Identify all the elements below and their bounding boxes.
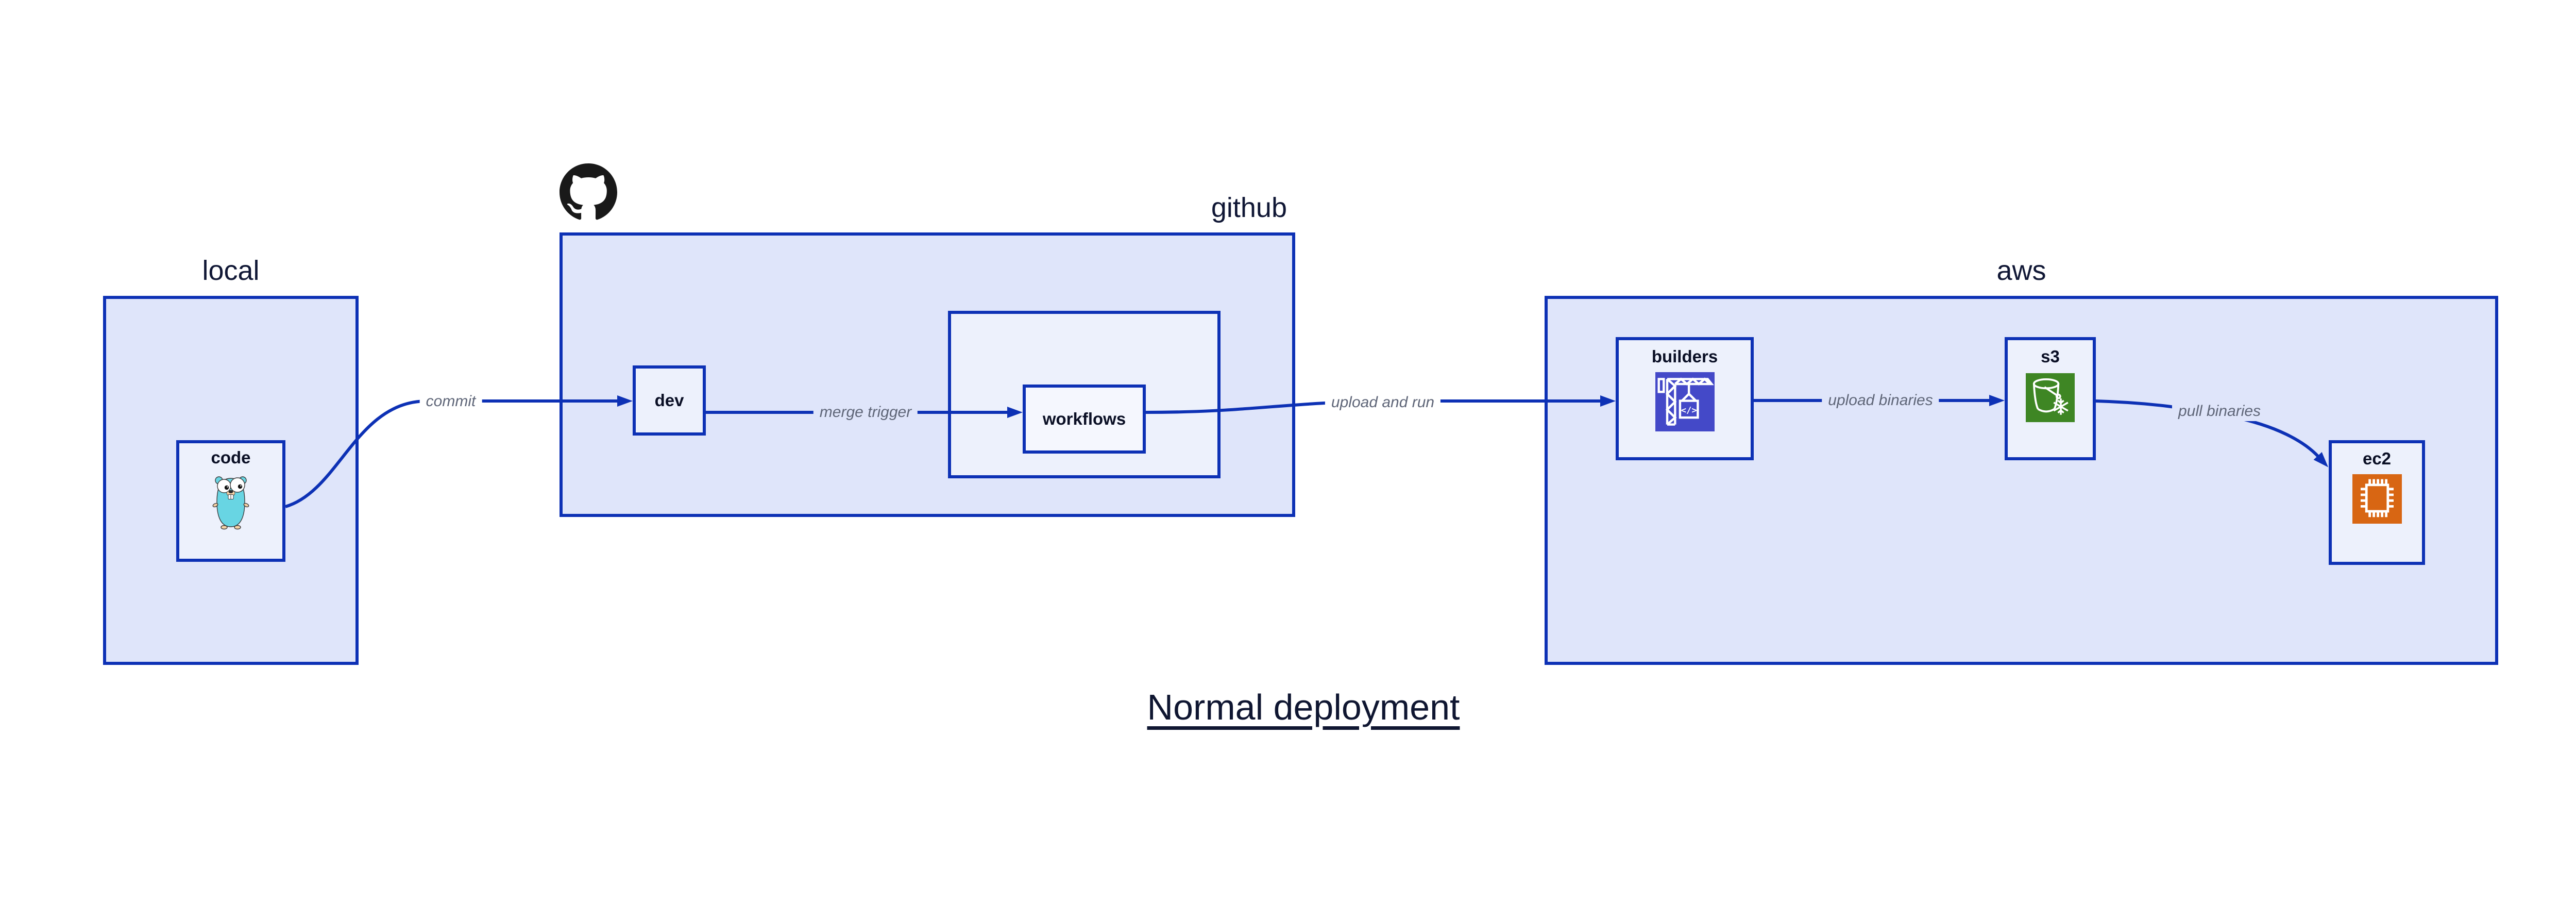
code-node-label: code [211, 448, 251, 467]
crane-crate-glyph: </> [1681, 406, 1697, 416]
dev-node-label: dev [654, 391, 684, 410]
workflows-node: workflows [1023, 385, 1146, 454]
edge-label-upload-and-run: upload and run [1325, 393, 1441, 412]
github-logo-icon [560, 163, 617, 220]
edge-label-pull-binaries: pull binaries [2172, 402, 2267, 421]
bucket-snowflake-icon [2026, 373, 2075, 422]
ec2-node: ec2 [2329, 440, 2425, 565]
construction-crane-icon: </> [1655, 372, 1715, 431]
local-container-label: local [202, 255, 260, 286]
dev-node: dev [633, 365, 706, 436]
builders-node-label: builders [1651, 347, 1718, 366]
edge-label-merge-trigger: merge trigger [813, 403, 918, 422]
builders-node: builders </> [1616, 337, 1754, 460]
diagram-title: Normal deployment [1082, 687, 1525, 728]
cpu-chip-icon [2352, 474, 2402, 524]
s3-node-label: s3 [2041, 347, 2060, 366]
go-gopher-icon [212, 476, 249, 530]
github-container-label: github [1211, 192, 1287, 223]
code-node: code [176, 440, 285, 562]
aws-container-label: aws [1996, 255, 2046, 286]
ec2-node-label: ec2 [2362, 449, 2392, 468]
edge-label-upload-binaries: upload binaries [1822, 391, 1939, 410]
diagram-title-text: Normal deployment [1147, 687, 1460, 727]
edge-label-commit: commit [419, 392, 482, 411]
workflows-node-label: workflows [1042, 409, 1126, 428]
s3-node: s3 [2005, 337, 2096, 460]
